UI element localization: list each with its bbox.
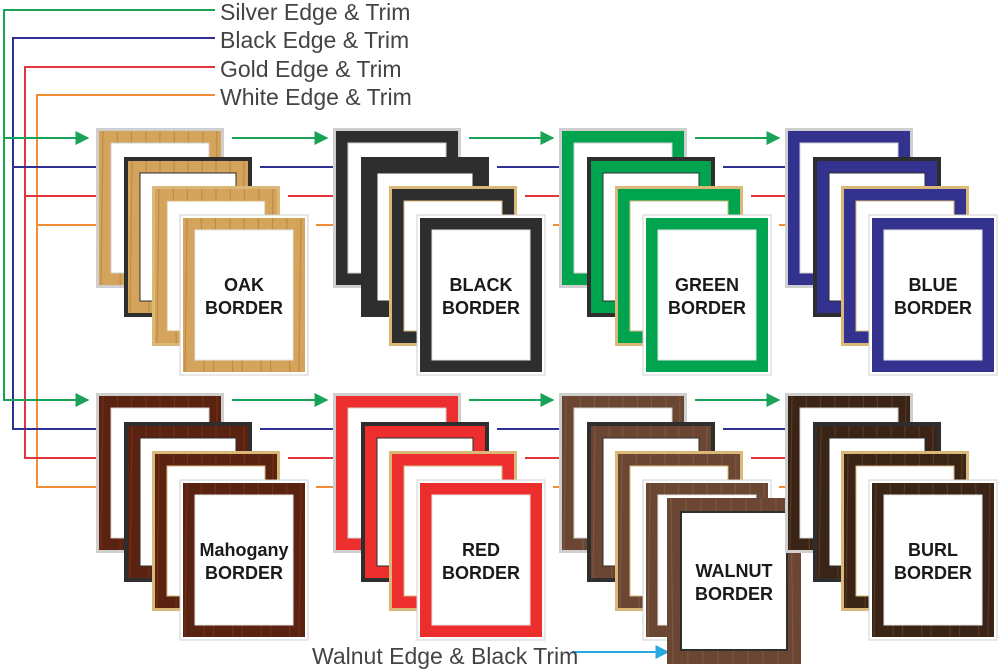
- plaque-label-line1: Mahogany: [199, 540, 288, 560]
- plaque: [179, 479, 309, 641]
- walnut-special-plaque: [667, 497, 801, 665]
- plaque: [416, 479, 546, 641]
- plaque-label-line2: BORDER: [442, 298, 520, 318]
- plaque: [416, 214, 546, 376]
- plaque-label-line2: BORDER: [205, 298, 283, 318]
- border-group: WALNUT BORDER: [559, 393, 801, 665]
- border-group: BLUE BORDER: [785, 128, 998, 376]
- plaque-label-line2: BORDER: [894, 298, 972, 318]
- legend-label-white: White Edge & Trim: [220, 84, 412, 110]
- plaque-label-line2: BORDER: [695, 584, 773, 604]
- plaque-label-line1: GREEN: [675, 275, 739, 295]
- trunk-line: [12, 37, 215, 430]
- border-group: BURL BORDER: [785, 393, 998, 641]
- plaque-label-line2: BORDER: [668, 298, 746, 318]
- plaque-label-line1: RED: [462, 540, 500, 560]
- legend: Silver Edge & Trim Black Edge & Trim Gol…: [220, 0, 412, 110]
- plaque-label-line2: BORDER: [442, 563, 520, 583]
- plaque-label-line1: BLUE: [909, 275, 958, 295]
- trunk-line: [3, 9, 215, 401]
- legend-label-black: Black Edge & Trim: [220, 27, 409, 53]
- trunk-line: [24, 66, 215, 459]
- plaque: [868, 479, 998, 641]
- plaque: [179, 214, 309, 376]
- border-group: OAK BORDER: [96, 128, 309, 376]
- plaque-label-line1: OAK: [224, 275, 264, 295]
- trunk-line: [36, 94, 215, 488]
- footer-label-walnut-edge: Walnut Edge & Black Trim: [312, 643, 578, 669]
- plaque-label-line1: BURL: [908, 540, 958, 560]
- legend-label-gold: Gold Edge & Trim: [220, 56, 402, 82]
- plaque-label-line1: WALNUT: [696, 561, 773, 581]
- plaque-label-line1: BLACK: [450, 275, 513, 295]
- plaque: [642, 214, 772, 376]
- plaque-groups: OAK BORDER BLACK BORDER GREEN BORDER BLUE BORDE…: [96, 128, 998, 665]
- plaque: [868, 214, 998, 376]
- plaque-label-line2: BORDER: [205, 563, 283, 583]
- border-group: BLACK BORDER: [333, 128, 546, 376]
- plaque-label-line2: BORDER: [894, 563, 972, 583]
- border-group: GREEN BORDER: [559, 128, 772, 376]
- border-group: RED BORDER: [333, 393, 546, 641]
- legend-label-silver: Silver Edge & Trim: [220, 0, 410, 25]
